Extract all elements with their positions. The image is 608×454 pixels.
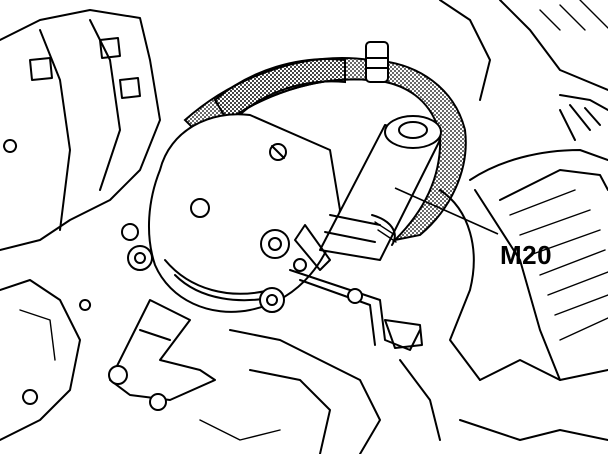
callout-label-m20: M20 xyxy=(500,240,553,270)
mounting-bracket xyxy=(289,269,423,351)
thermostat-housing xyxy=(121,113,341,313)
right-housing xyxy=(439,104,608,441)
lower-arm xyxy=(108,299,216,411)
hose-fitting xyxy=(365,41,389,83)
lower-assembly xyxy=(199,329,441,454)
callout-leader-line xyxy=(394,187,499,235)
top-right-housing xyxy=(439,0,608,111)
left-housing xyxy=(0,9,161,441)
upper-hose xyxy=(213,58,346,127)
sensor-m20 xyxy=(293,115,442,272)
